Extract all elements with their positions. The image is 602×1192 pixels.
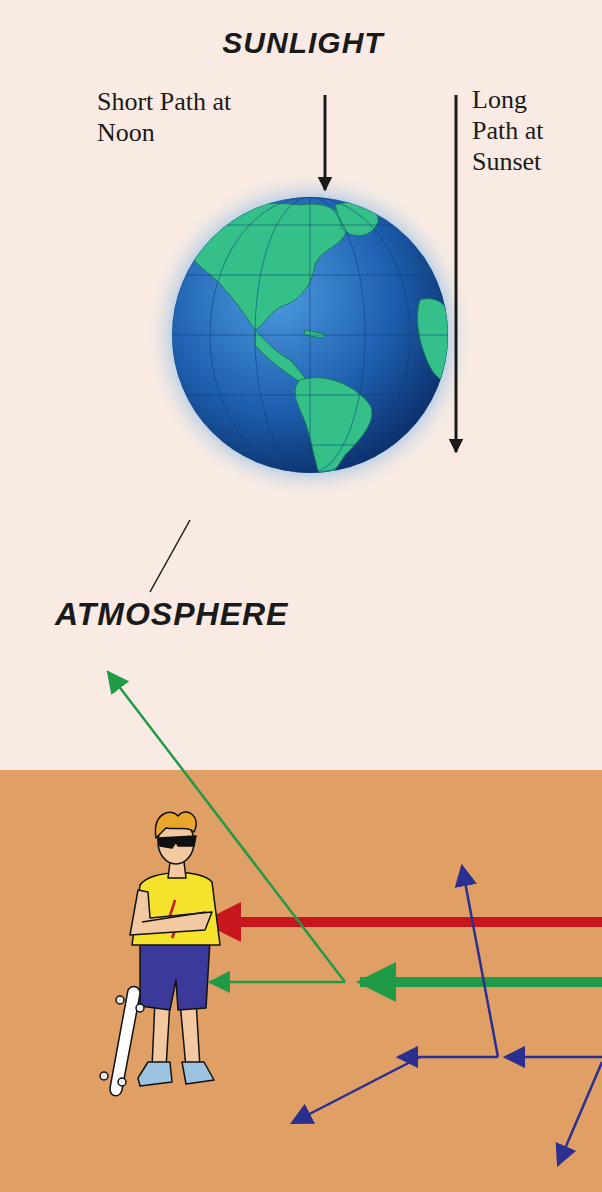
skateboarder bbox=[100, 812, 220, 1096]
path-label: Short Path at Noon bbox=[97, 86, 237, 148]
scatter-panel bbox=[0, 770, 602, 1192]
globe bbox=[145, 170, 475, 500]
leader-line bbox=[150, 520, 190, 592]
title: SUNLIGHT bbox=[2, 26, 602, 60]
green-scatter bbox=[210, 981, 345, 984]
green-scatter bbox=[108, 672, 345, 982]
blue-scatter bbox=[292, 1057, 420, 1123]
red-light-arrow bbox=[205, 917, 602, 927]
long-path-arrow bbox=[455, 95, 458, 452]
blue-scatter bbox=[462, 866, 498, 1057]
blue-scatter bbox=[398, 1056, 498, 1059]
path-label: Long Path at Sunset bbox=[472, 84, 572, 178]
short-path-arrow bbox=[324, 95, 327, 190]
atmosphere-label: ATMOSPHERE bbox=[55, 596, 295, 633]
green-light-arrow bbox=[360, 977, 602, 987]
blue-light-arrow bbox=[505, 1056, 602, 1059]
blue-scatter bbox=[558, 1062, 602, 1165]
